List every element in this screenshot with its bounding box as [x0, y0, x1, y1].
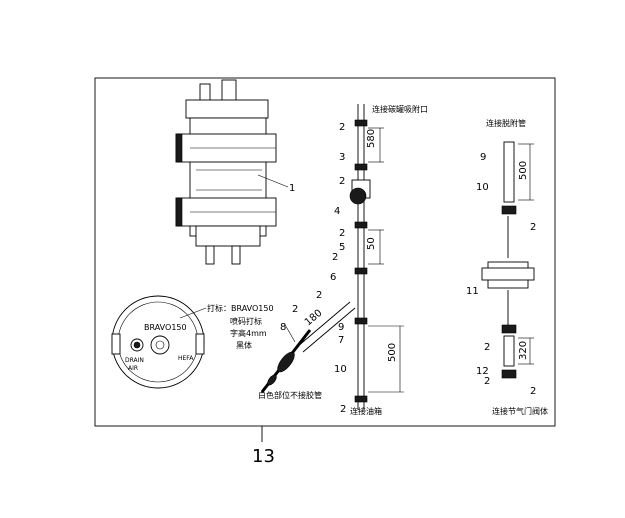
- canister-brand: BRAVO150: [144, 323, 187, 332]
- callout-1: 1: [289, 183, 295, 194]
- callout-2-b: 2: [316, 290, 322, 301]
- white-part-note: 白色部位不接胶管: [258, 390, 322, 400]
- middle-bottom-label: 连接油箱: [350, 406, 382, 416]
- canister-drain: DRAIN: [125, 357, 144, 364]
- callout-10-a: 10: [334, 364, 347, 375]
- marking-note-line2: 喷码打标: [230, 316, 262, 326]
- callout-10-b: 10: [476, 182, 489, 193]
- dim-500-mid: 500: [387, 343, 398, 362]
- callout-8: 8: [280, 322, 286, 333]
- callout-2-a: 2: [292, 304, 298, 315]
- callout-2-j: 2: [484, 376, 490, 387]
- dim-50: 50: [366, 237, 377, 250]
- canister-top-view: BRAVO150 DRAIN AIR HEFA: [111, 295, 207, 389]
- canister-air: AIR: [128, 365, 138, 372]
- figure-number: 13: [252, 446, 275, 467]
- dim-500-right: 500: [518, 161, 529, 180]
- right-bottom-label: 连接节气门阀体: [492, 406, 548, 416]
- marking-note-line4: 黑体: [236, 340, 252, 350]
- dim-180: 180: [303, 308, 325, 329]
- canister-hefa: HEFA: [178, 355, 194, 362]
- callout-7: 7: [338, 335, 344, 346]
- callout-12: 12: [476, 366, 489, 377]
- callout-5: 5: [339, 242, 345, 253]
- callout-2-i: 2: [484, 342, 490, 353]
- callout-2-f: 2: [332, 252, 338, 263]
- right-hose-column: 连接脱附管 500 320 9 10 2 11 2 12 2 2 连接节气门阀体: [466, 118, 548, 416]
- callout-2-d: 2: [339, 176, 345, 187]
- callout-2-h: 2: [530, 222, 536, 233]
- callout-2-g: 2: [340, 404, 346, 415]
- callout-3: 3: [339, 152, 345, 163]
- middle-hose-column: 580 50 500 连接碳罐吸附口 连接油箱 2 3 2 4 2 5 2 6 …: [330, 104, 428, 416]
- callout-4: 4: [334, 206, 340, 217]
- callout-2-e: 2: [339, 228, 345, 239]
- callout-6: 6: [330, 272, 336, 283]
- callout-9-b: 9: [480, 152, 486, 163]
- dim-580: 580: [366, 129, 377, 148]
- callout-2-k: 2: [530, 386, 536, 397]
- dim-320: 320: [518, 341, 529, 360]
- callout-2-c: 2: [339, 122, 345, 133]
- callout-11: 11: [466, 286, 479, 297]
- marking-note-line3: 字高4mm: [230, 328, 267, 338]
- marking-note-line1: 打标：BRAVO150: [207, 303, 274, 313]
- middle-top-label: 连接碳罐吸附口: [372, 104, 428, 114]
- canister-side-view: 1: [175, 79, 295, 265]
- callout-9-a: 9: [338, 322, 344, 333]
- right-title: 连接脱附管: [486, 118, 526, 128]
- drawing-frame: [94, 77, 556, 427]
